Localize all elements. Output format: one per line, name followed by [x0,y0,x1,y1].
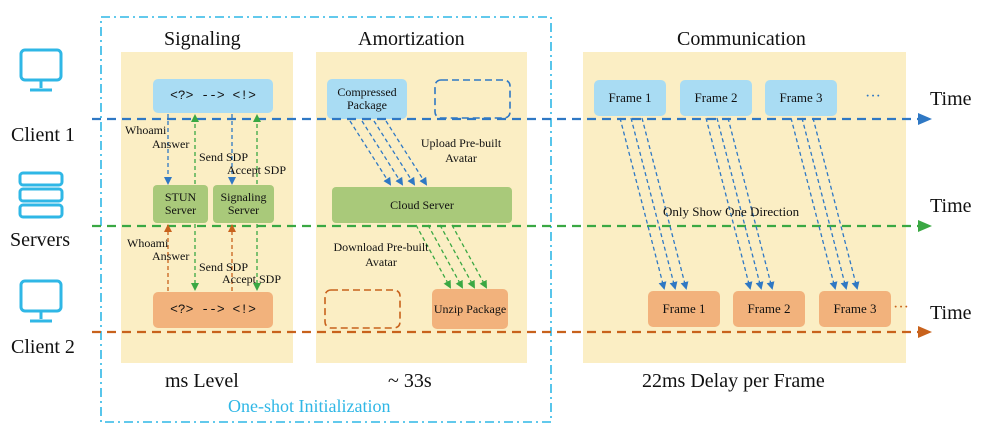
accept-sdp-label-bottom: Accept SDP [222,272,281,286]
stun-server-box: STUN Server [153,185,208,223]
communication-caption: 22ms Delay per Frame [642,370,825,392]
client2-signal-box: <?> --> <!> [153,292,273,328]
signaling-caption: ms Level [165,370,239,392]
servers-icon [18,171,64,219]
servers-label: Servers [10,229,70,251]
upload-arrows [349,120,428,186]
initialization-caption: One-shot Initialization [228,396,391,416]
signaling-server-box: Signaling Server [213,185,274,223]
download-arrows [415,224,487,289]
client2-label: Client 2 [11,336,75,358]
upload-label: Upload Pre-built Avatar [420,136,502,165]
bottom-frame-2: Frame 2 [733,291,805,327]
signaling-title: Signaling [164,28,241,50]
amortization-title: Amortization [358,28,465,50]
whoami-label-top: Whoami [125,123,167,137]
bottom-frame-3: Frame 3 [819,291,891,327]
bottom-frame-1: Frame 1 [648,291,720,327]
client1-label: Client 1 [11,124,75,146]
answer-label-top: Answer [152,137,190,151]
accept-sdp-label-top: Accept SDP [227,163,286,177]
answer-label-bottom: Answer [152,249,190,263]
empty-placeholder-orange [324,289,401,329]
whoami-label-bottom: Whoami [127,236,169,250]
time-label-client1: Time [930,88,972,110]
top-frame-1: Frame 1 [594,80,666,116]
empty-placeholder-blue [434,79,511,119]
send-sdp-label-bottom: Send SDP [199,260,249,274]
communication-title: Communication [677,28,806,50]
client1-monitor-icon [19,48,63,92]
client2-monitor-icon [19,279,63,323]
frame-arrows [619,117,860,290]
top-frame-3: Frame 3 [765,80,837,116]
time-label-servers: Time [930,195,972,217]
send-sdp-label-top: Send SDP [199,150,249,164]
top-ellipsis: ··· [865,88,881,105]
unzip-package-box: Unzip Package [432,289,508,329]
client1-signal-box: <?> --> <!> [153,79,273,113]
amortization-caption: ~ 33s [388,370,432,392]
time-label-client2: Time [930,302,972,324]
one-direction-note: Only Show One Direction [663,204,800,219]
compressed-package-box: Compressed Package [327,79,407,119]
cloud-server-box: Cloud Server [332,187,512,223]
download-label: Download Pre-built Avatar [333,240,429,269]
top-frame-2: Frame 2 [680,80,752,116]
bottom-ellipsis: ··· [893,299,909,316]
